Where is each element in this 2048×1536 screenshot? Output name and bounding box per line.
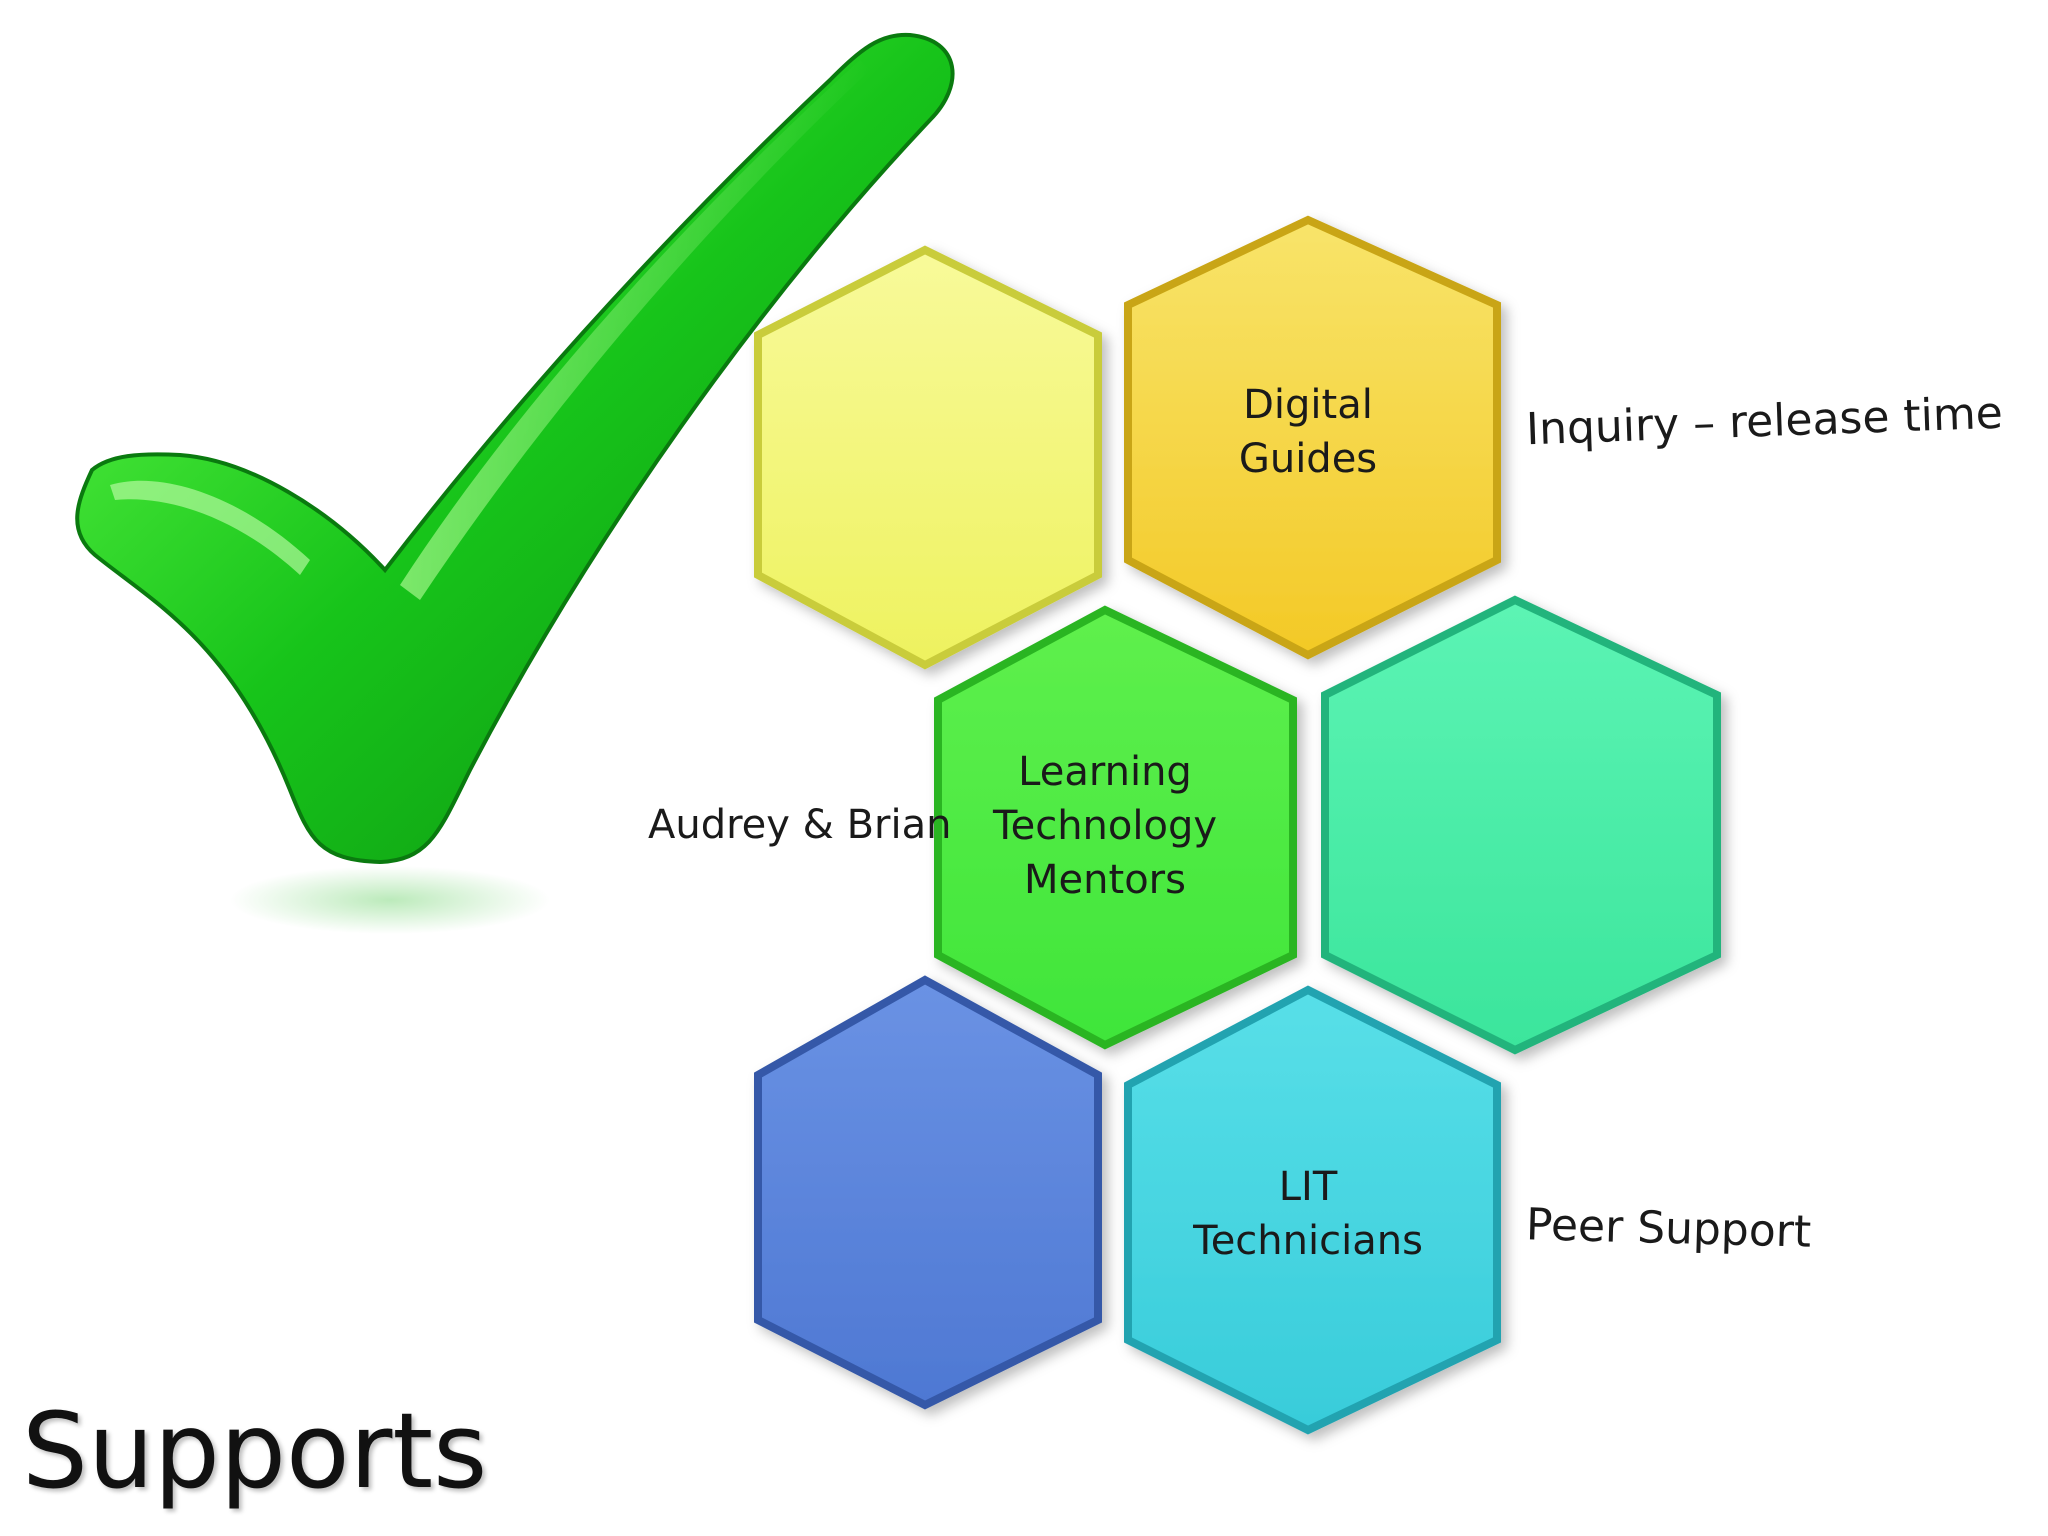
audrey-brian-label: Audrey & Brian bbox=[648, 802, 952, 848]
hex-line: Digital bbox=[1243, 382, 1373, 428]
hex-line: Guides bbox=[1238, 436, 1378, 482]
hex-line: LIT bbox=[1278, 1164, 1338, 1210]
hexagon-ltm-text: Learning Technology Mentors bbox=[955, 745, 1255, 907]
hex-line: Technology bbox=[992, 803, 1218, 849]
hexagon-teal bbox=[1321, 595, 1721, 1055]
hexagon-cyan bbox=[1124, 985, 1501, 1435]
hexagon-blue bbox=[754, 975, 1102, 1410]
hex-line: Learning bbox=[1018, 749, 1192, 795]
hexagon-yellow bbox=[1124, 215, 1501, 660]
hexagon-lit-text: LIT Technicians bbox=[1158, 1160, 1458, 1268]
hex-line: Mentors bbox=[1024, 857, 1186, 903]
peer-support-label: Peer Support bbox=[1525, 1199, 1812, 1258]
hexagon-digital-guides-text: Digital Guides bbox=[1158, 378, 1458, 486]
hex-line: Technicians bbox=[1193, 1218, 1423, 1264]
green-checkmark-icon bbox=[75, 32, 955, 934]
hexagon-green bbox=[934, 605, 1297, 1050]
slide-title: Supports bbox=[22, 1390, 488, 1512]
hexagon-yellow-light bbox=[754, 245, 1102, 670]
